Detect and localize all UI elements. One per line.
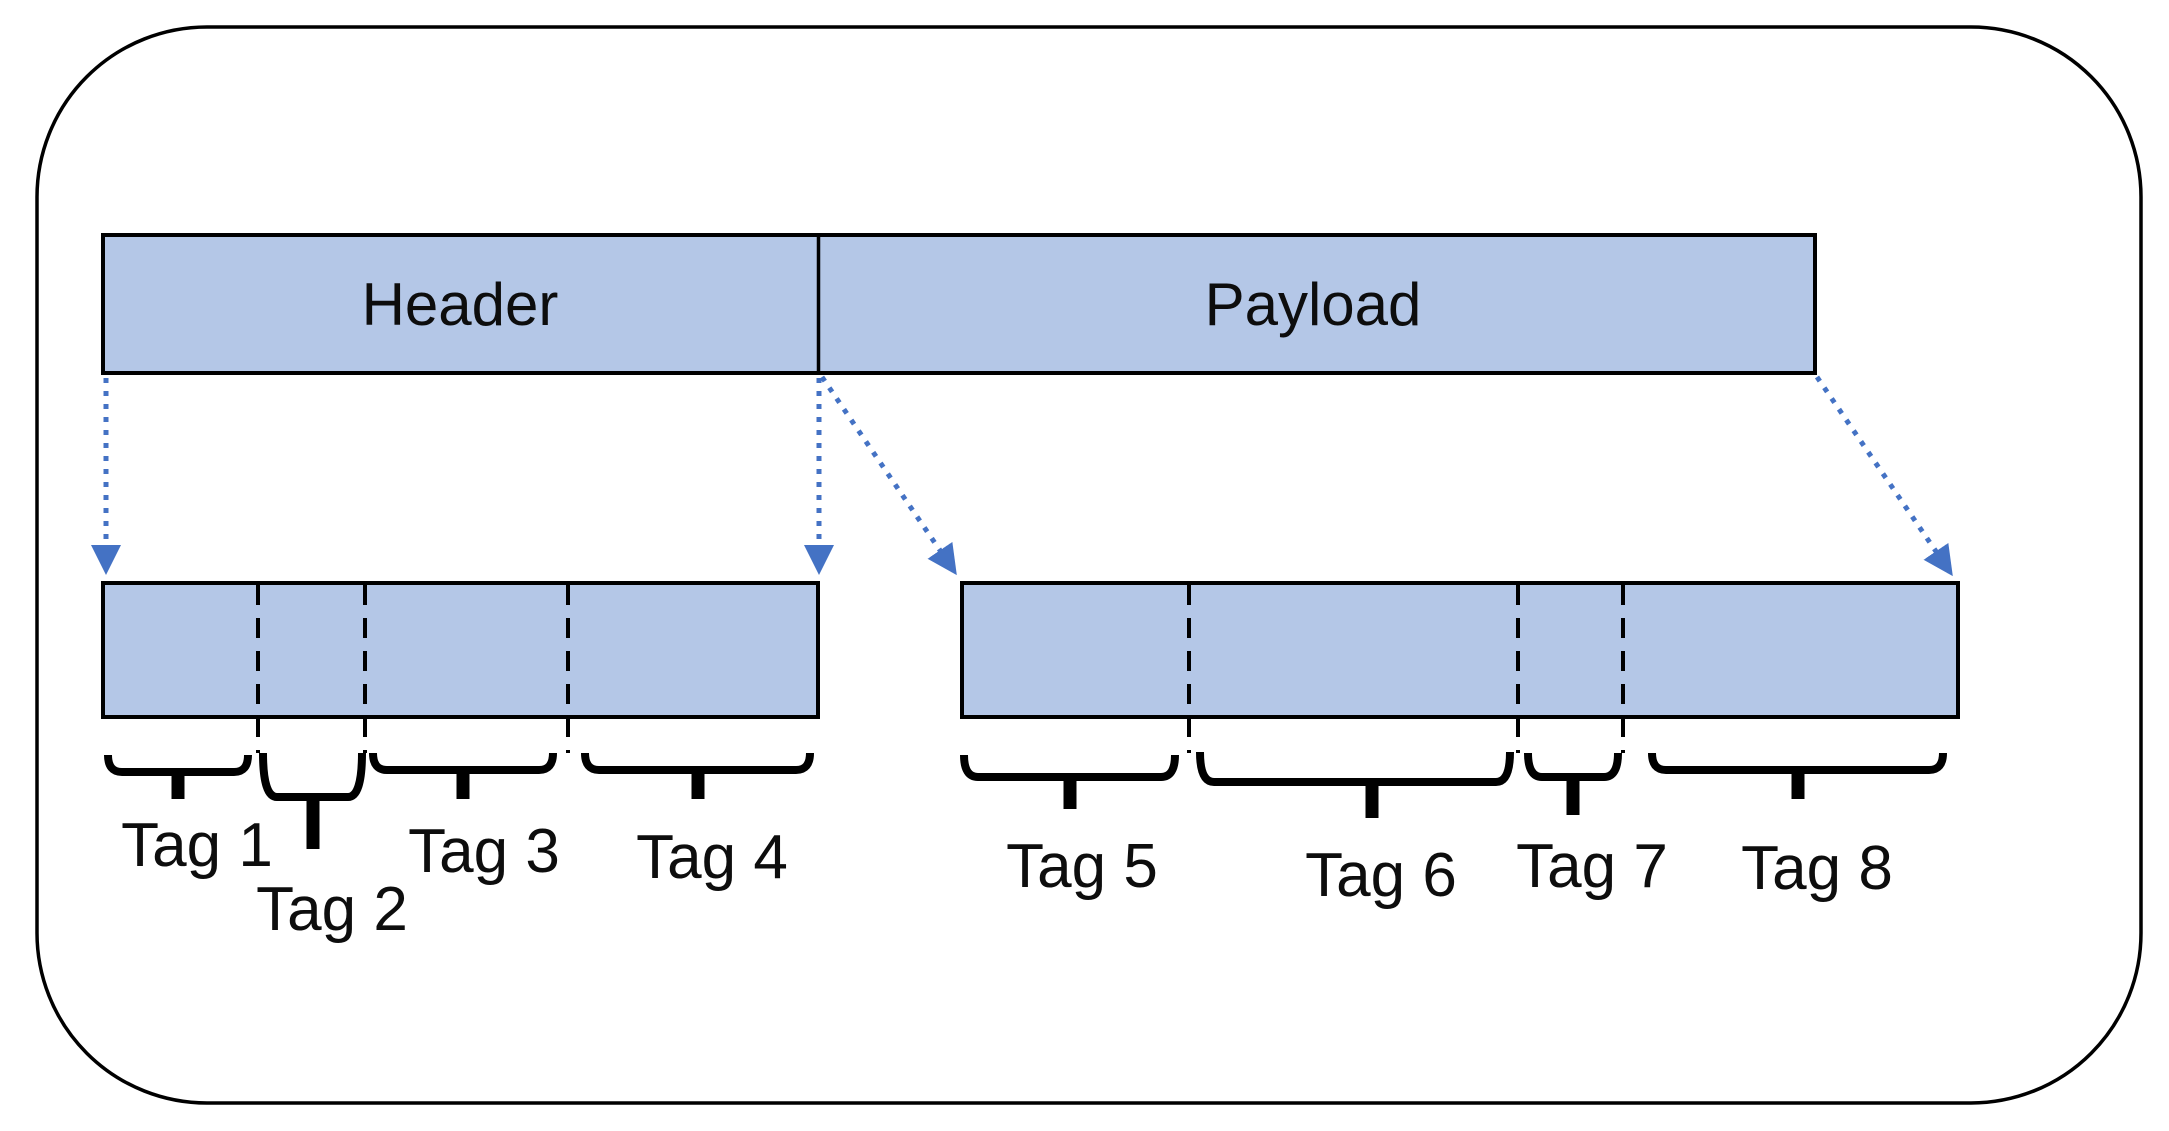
tag-7-label: Tag 7 — [1516, 832, 1668, 901]
dotted-arrow-payload-start-icon — [819, 375, 957, 576]
brace-tag-6 — [1196, 751, 1514, 786]
tag-4-label: Tag 4 — [636, 823, 788, 892]
brace-group — [104, 751, 1947, 849]
brace-tag-3 — [369, 752, 557, 774]
brace-tag-1 — [104, 754, 252, 776]
outer-rounded-frame — [35, 25, 2143, 1105]
payload-bar-label: Payload — [1204, 271, 1422, 338]
brace-tag-8 — [1648, 752, 1947, 774]
tag-8-label: Tag 8 — [1741, 834, 1893, 903]
expanded-payload-bar — [960, 581, 1960, 719]
expanded-header-bar — [101, 581, 820, 719]
packet-bar — [101, 233, 1817, 375]
header-bar-label: Header — [361, 271, 559, 338]
brace-tag-2 — [259, 752, 366, 801]
tag-2-label: Tag 2 — [256, 875, 408, 944]
tag-5-label: Tag 5 — [1006, 832, 1158, 901]
tag-1-label: Tag 1 — [121, 811, 273, 880]
brace-tag-7 — [1524, 752, 1622, 781]
tag-6-label: Tag 6 — [1305, 841, 1457, 910]
brace-tag-5 — [960, 754, 1179, 781]
brace-tag-4 — [581, 752, 814, 774]
dotted-arrow-payload-end-icon — [1814, 375, 1953, 577]
tag-3-label: Tag 3 — [408, 817, 560, 886]
